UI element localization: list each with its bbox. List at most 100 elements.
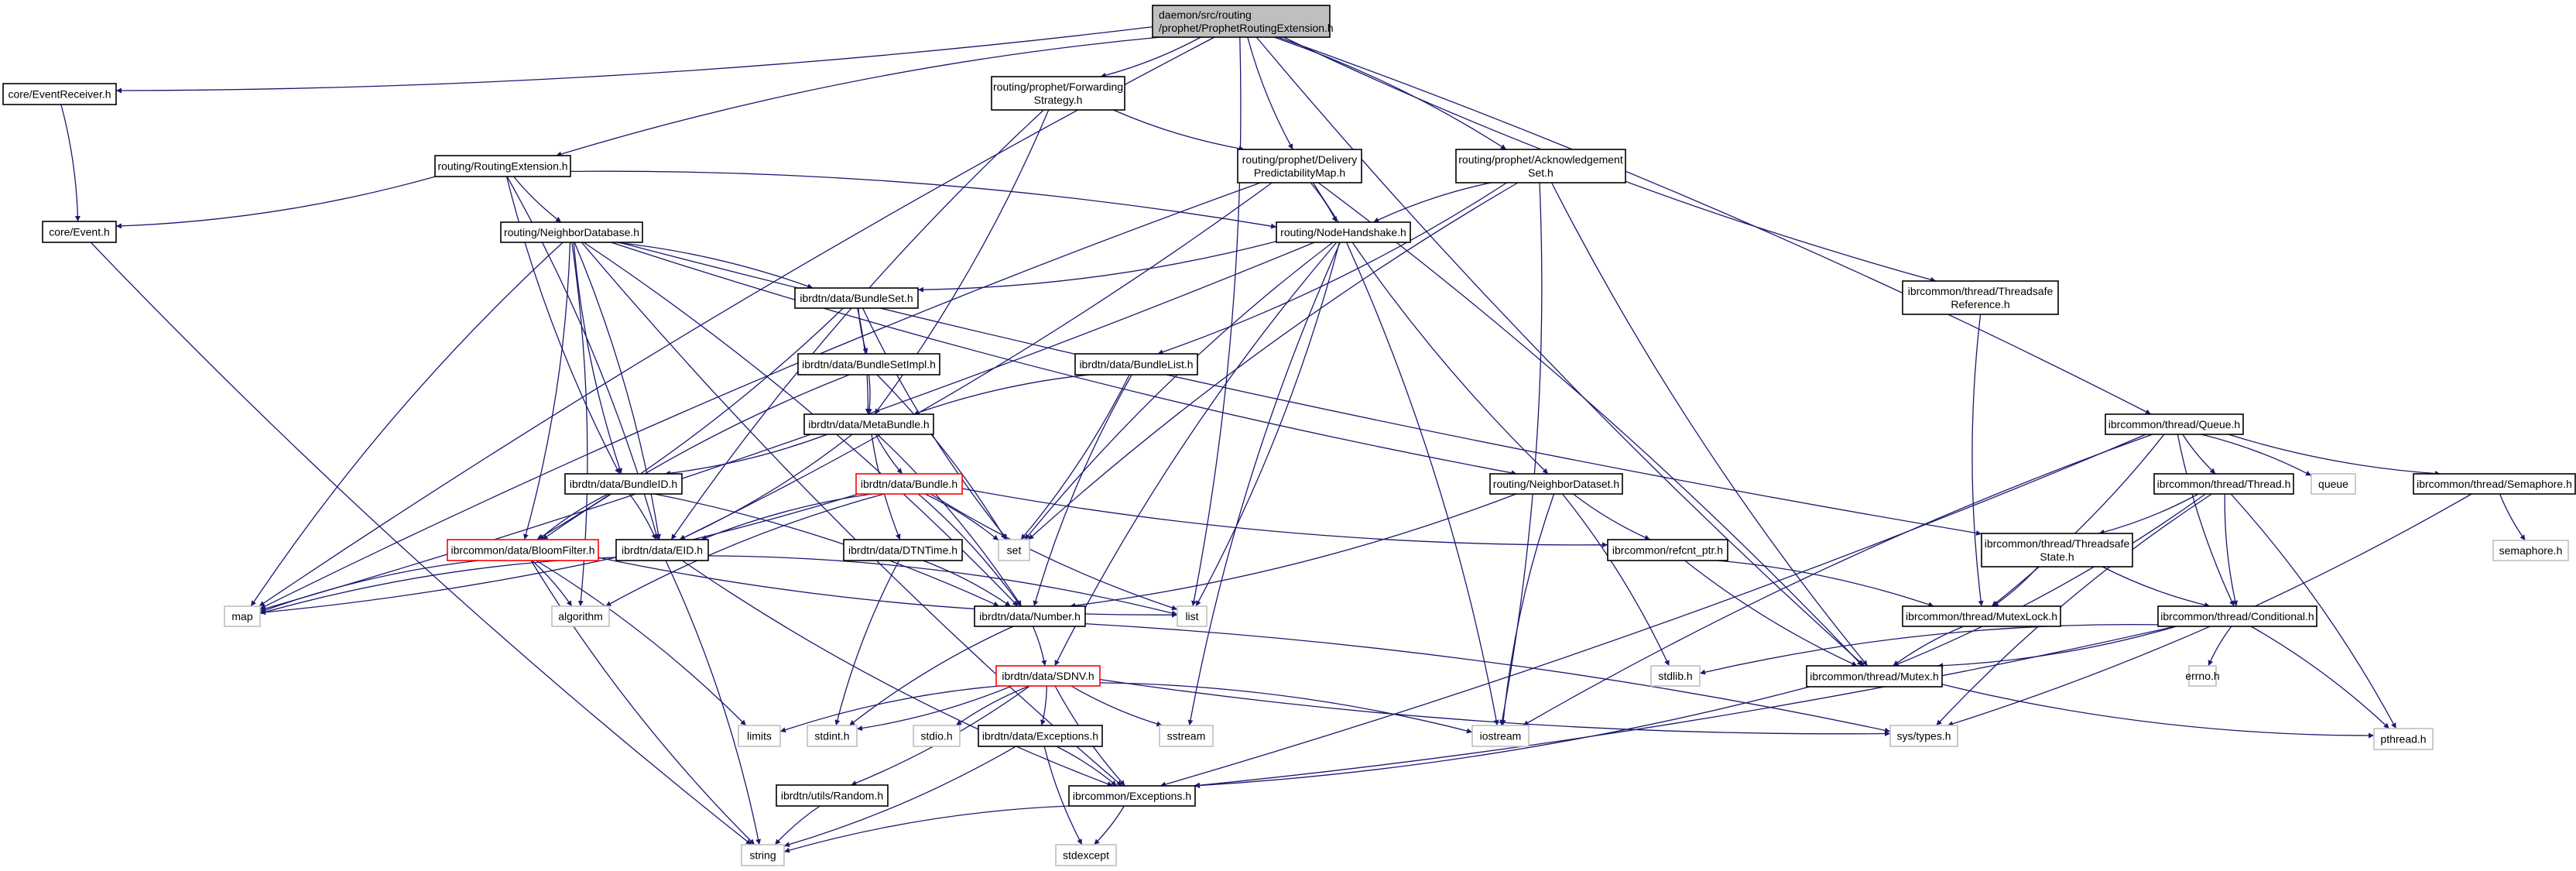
edge-conditional-to-mutex xyxy=(1937,626,2177,669)
node-refcnt[interactable]: ibrcommon/refcnt_ptr.h xyxy=(1607,539,1728,561)
edge-eid-to-list xyxy=(707,555,1178,616)
node-eventreceiver[interactable]: core/EventReceiver.h xyxy=(2,83,117,105)
node-dataexceptions[interactable]: ibrdtn/data/Exceptions.h xyxy=(978,725,1103,747)
node-box xyxy=(1902,280,2059,315)
node-box xyxy=(1276,221,1411,243)
node-random[interactable]: ibrdtn/utils/Random.h xyxy=(776,784,889,807)
node-sdnv[interactable]: ibrdtn/data/SDNV.h xyxy=(995,665,1101,687)
node-box xyxy=(738,725,781,747)
node-stdlib: stdlib.h xyxy=(1650,665,1701,687)
node-label: queue xyxy=(2318,478,2348,490)
edge-metabundle-to-bundle xyxy=(875,434,903,475)
node-semaphore[interactable]: ibrcommon/thread/Semaphore.h xyxy=(2413,473,2576,495)
node-box xyxy=(843,539,963,561)
node-box xyxy=(1650,665,1701,687)
node-conditional[interactable]: ibrcommon/thread/Conditional.h xyxy=(2157,605,2317,627)
node-box xyxy=(1068,785,1196,807)
node-label: routing/prophet/Delivery xyxy=(1242,153,1358,166)
node-bundleset[interactable]: ibrdtn/data/BundleSet.h xyxy=(794,287,919,309)
node-bundleid[interactable]: ibrdtn/data/BundleID.h xyxy=(564,473,683,495)
edge-bloomfilter-to-list xyxy=(598,557,1178,618)
node-label: ibrcommon/thread/Semaphore.h xyxy=(2417,478,2572,490)
edge-queue_h-to-conditional xyxy=(2177,434,2235,607)
node-eid[interactable]: ibrdtn/data/EID.h xyxy=(615,539,709,561)
node-label: ibrdtn/data/BundleID.h xyxy=(570,478,677,490)
edge-queue_h-to-mutexlock xyxy=(1991,434,2165,607)
node-box xyxy=(2492,540,2569,561)
node-box xyxy=(2188,665,2217,687)
edge-neighbords-to-iostream xyxy=(1500,493,1555,726)
node-label: ibrcommon/thread/Queue.h xyxy=(2108,418,2240,430)
node-box xyxy=(974,605,1086,627)
node-label: ibrdtn/data/MetaBundle.h xyxy=(808,418,929,430)
edge-bundleid-to-eid xyxy=(629,493,657,540)
edge-thread-to-conditional xyxy=(2224,493,2239,607)
node-bundlesetimpl[interactable]: ibrdtn/data/BundleSetImpl.h xyxy=(797,353,940,375)
node-neighbordb[interactable]: routing/NeighborDatabase.h xyxy=(500,221,643,243)
edge-tsref-to-mutexlock xyxy=(1971,314,1984,607)
node-commonexceptions[interactable]: ibrcommon/Exceptions.h xyxy=(1068,785,1196,807)
node-mutexlock[interactable]: ibrcommon/thread/MutexLock.h xyxy=(1902,605,2061,627)
node-bloomfilter[interactable]: ibrcommon/data/BloomFilter.h xyxy=(447,539,599,561)
node-label: pthread.h xyxy=(2380,733,2426,746)
node-box xyxy=(1489,473,1623,495)
node-box xyxy=(1806,665,1943,688)
edge-eid-to-string xyxy=(665,560,762,845)
node-label: routing/prophet/Forwarding xyxy=(993,81,1123,93)
edge-bundlelist-to-metabundle xyxy=(913,374,1090,415)
node-label: Strategy.h xyxy=(1034,94,1083,106)
node-number[interactable]: ibrdtn/data/Number.h xyxy=(974,605,1086,627)
node-box xyxy=(551,605,610,627)
edge-root-to-mutex xyxy=(1255,36,1865,667)
node-bundle[interactable]: ibrdtn/data/Bundle.h xyxy=(855,473,963,495)
edge-bundle-to-refcnt xyxy=(961,488,1608,548)
node-box xyxy=(1152,5,1331,38)
edge-mutex-to-pthread xyxy=(1941,684,2375,739)
edge-neighbords-to-number xyxy=(1070,493,1517,609)
node-box xyxy=(797,353,940,375)
edge-dpmap-to-nodehandshake xyxy=(1310,182,1338,223)
edge-bloomfilter-to-limits xyxy=(536,560,747,726)
node-neighbords[interactable]: routing/NeighborDataset.h xyxy=(1489,473,1623,495)
edge-dataexceptions-to-string xyxy=(783,746,1016,848)
edge-sdnv-to-dataexceptions xyxy=(1040,685,1047,726)
node-event[interactable]: core/Event.h xyxy=(42,221,117,243)
node-routingext[interactable]: routing/RoutingExtension.h xyxy=(434,155,571,177)
edge-number-to-sdnv xyxy=(1032,626,1047,667)
edge-semaphore-to-semaphore_sys xyxy=(2499,493,2526,541)
node-mutex[interactable]: ibrcommon/thread/Mutex.h xyxy=(1806,665,1943,688)
edge-nodehandshake-to-iostream xyxy=(1346,242,1499,726)
node-thread[interactable]: ibrcommon/thread/Thread.h xyxy=(2153,473,2294,495)
node-iostream: iostream xyxy=(1471,725,1530,747)
edge-bundlelist-to-set xyxy=(1020,374,1130,540)
edge-routingext-to-nodehandshake xyxy=(570,170,1277,229)
edge-bundle-to-eid xyxy=(701,493,872,540)
edge-tsstate-to-conditional xyxy=(2102,566,2211,608)
edge-number-to-stdint xyxy=(848,626,1014,726)
node-label: ibrcommon/thread/Thread.h xyxy=(2157,478,2291,490)
node-queue_h[interactable]: ibrcommon/thread/Queue.h xyxy=(2105,413,2244,435)
node-root[interactable]: daemon/src/routing/prophet/ProphetRoutin… xyxy=(1152,5,1334,38)
edge-root-to-ackset xyxy=(1273,36,1507,150)
edge-bundle-to-list xyxy=(930,493,1178,611)
edge-bundle-to-map xyxy=(259,493,859,616)
edge-queue_h-to-thread xyxy=(2182,434,2216,475)
edge-routingext-to-bundleid xyxy=(505,176,621,475)
edge-eventreceiver-to-event xyxy=(60,104,80,222)
node-nodehandshake[interactable]: routing/NodeHandshake.h xyxy=(1276,221,1411,243)
edge-neighbordb-to-commonexceptions xyxy=(581,242,1123,787)
node-box xyxy=(776,784,889,807)
node-metabundle[interactable]: ibrdtn/data/MetaBundle.h xyxy=(803,413,934,435)
node-label: sys/types.h xyxy=(1896,730,1951,742)
edge-eid-to-commonexceptions xyxy=(681,560,1113,787)
node-dpmap[interactable]: routing/prophet/DeliveryPredictabilityMa… xyxy=(1237,149,1362,183)
node-dtntime[interactable]: ibrdtn/data/DTNTime.h xyxy=(843,539,963,561)
node-label: PredictabilityMap.h xyxy=(1254,166,1345,179)
edge-neighbordb-to-bloomfilter xyxy=(523,242,571,540)
edge-conditional-to-pthread xyxy=(2250,626,2390,729)
node-bundlelist[interactable]: ibrdtn/data/BundleList.h xyxy=(1074,353,1198,375)
